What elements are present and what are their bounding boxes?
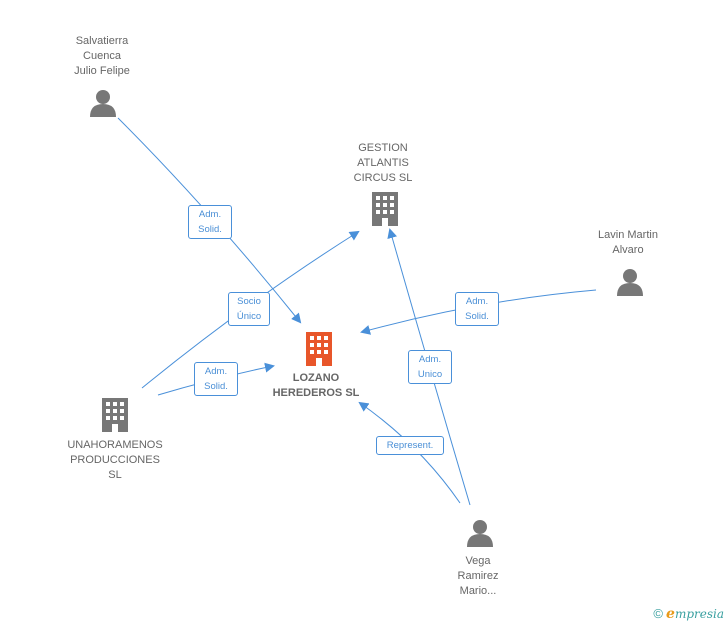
label-line: Julio Felipe: [74, 65, 130, 77]
brand-name: mpresia: [674, 607, 724, 621]
edge-badge-vega-gestion[interactable]: Adm. Unico: [408, 350, 452, 384]
label-line: GESTION: [358, 142, 408, 154]
node-label-lavin[interactable]: Lavin Martin Alvaro: [578, 228, 678, 258]
label-line: Alvaro: [612, 244, 644, 256]
node-label-gestion[interactable]: GESTION ATLANTIS CIRCUS SL: [333, 141, 433, 186]
badge-line: Solid.: [465, 311, 489, 322]
label-line: LOZANO: [292, 372, 340, 384]
building-icon[interactable]: [304, 332, 334, 366]
label-line: HEREDEROS SL: [272, 387, 360, 399]
node-label-vega[interactable]: Vega Ramirez Mario...: [428, 554, 528, 599]
badge-line: Solid.: [198, 224, 222, 235]
label-line: ATLANTIS: [357, 157, 409, 169]
building-icon[interactable]: [100, 398, 130, 432]
label-line: CIRCUS SL: [353, 172, 413, 184]
badge-line: Solid.: [204, 381, 228, 392]
edge-badge-salvatierra-lozano[interactable]: Adm. Solid.: [188, 205, 232, 239]
badge-line: Adm.: [198, 209, 222, 220]
badge-line: Único: [236, 311, 262, 322]
label-line: Vega: [465, 555, 491, 567]
badge-line: Adm.: [204, 366, 228, 377]
copyright-symbol: ©: [653, 606, 664, 621]
badge-line: Adm.: [418, 354, 442, 365]
brand-initial: e: [666, 606, 675, 622]
label-line: Mario...: [459, 585, 497, 597]
label-line: Lavin Martin: [598, 229, 658, 241]
badge-line: Socio: [237, 296, 261, 307]
label-line: SL: [108, 469, 122, 481]
label-line: PRODUCCIONES: [70, 454, 160, 466]
badge-line: Represent.: [386, 440, 434, 451]
edge-badge-lavin-lozano[interactable]: Adm. Solid.: [455, 292, 499, 326]
node-label-salvatierra[interactable]: Salvatierra Cuenca Julio Felipe: [52, 34, 152, 79]
edge-badge-unahoramenos-gestion[interactable]: Socio Único: [228, 292, 270, 326]
badge-line: Unico: [417, 369, 443, 380]
label-line: Cuenca: [83, 50, 121, 62]
edge-badge-vega-lozano[interactable]: Represent.: [376, 436, 444, 455]
badge-line: Adm.: [465, 296, 489, 307]
label-line: Salvatierra: [75, 35, 129, 47]
node-label-unahoramenos[interactable]: UNAHORAMENOS PRODUCCIONES SL: [55, 438, 175, 483]
label-line: UNAHORAMENOS: [67, 439, 163, 451]
node-label-lozano[interactable]: LOZANO HEREDEROS SL: [256, 371, 376, 401]
label-line: Ramirez: [457, 570, 499, 582]
person-icon[interactable]: [89, 89, 117, 117]
brand-logo[interactable]: ©empresia: [653, 606, 724, 622]
person-icon[interactable]: [466, 519, 494, 547]
building-icon[interactable]: [370, 192, 400, 226]
person-icon[interactable]: [616, 268, 644, 296]
edge-badge-unahoramenos-lozano[interactable]: Adm. Solid.: [194, 362, 238, 396]
